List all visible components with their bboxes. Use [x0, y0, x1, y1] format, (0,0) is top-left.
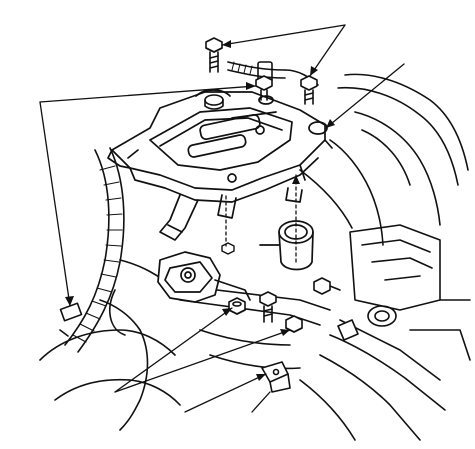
- lower-nut-right: [285, 315, 303, 333]
- left-plate-bolt: [204, 94, 224, 110]
- side-bolt-right: [313, 277, 341, 295]
- upper-left-bolt: [205, 37, 223, 73]
- lower-nut-left: [228, 297, 246, 315]
- lower-clip: [261, 361, 291, 393]
- undercover-bracket-plate: [107, 89, 333, 241]
- leader-line-lower-bolt: [251, 391, 271, 413]
- callout-arrowheads: [65, 40, 335, 381]
- callout-leader-lines: [39, 24, 405, 413]
- leader-line-harness-clip: [39, 101, 71, 307]
- engine-mount: [157, 251, 251, 303]
- lower-bolt-center: [259, 291, 277, 323]
- intake-pipe: [259, 220, 314, 271]
- leader-line-upper-bolts-a: [221, 24, 346, 46]
- upper-right-bolt: [300, 75, 318, 105]
- wiring-harness: [59, 147, 125, 353]
- leader-line-lower-nut-b: [114, 329, 291, 393]
- right-bracket-clip: [337, 319, 359, 341]
- leader-line-plate-left: [39, 85, 257, 103]
- small-center-nut: [221, 242, 235, 255]
- leader-line-lower-clip: [184, 373, 267, 413]
- leader-line-plate-right: [325, 63, 405, 129]
- leader-line-upper-bolts-b: [309, 24, 346, 77]
- leader-line-lower-nut-a: [114, 307, 233, 393]
